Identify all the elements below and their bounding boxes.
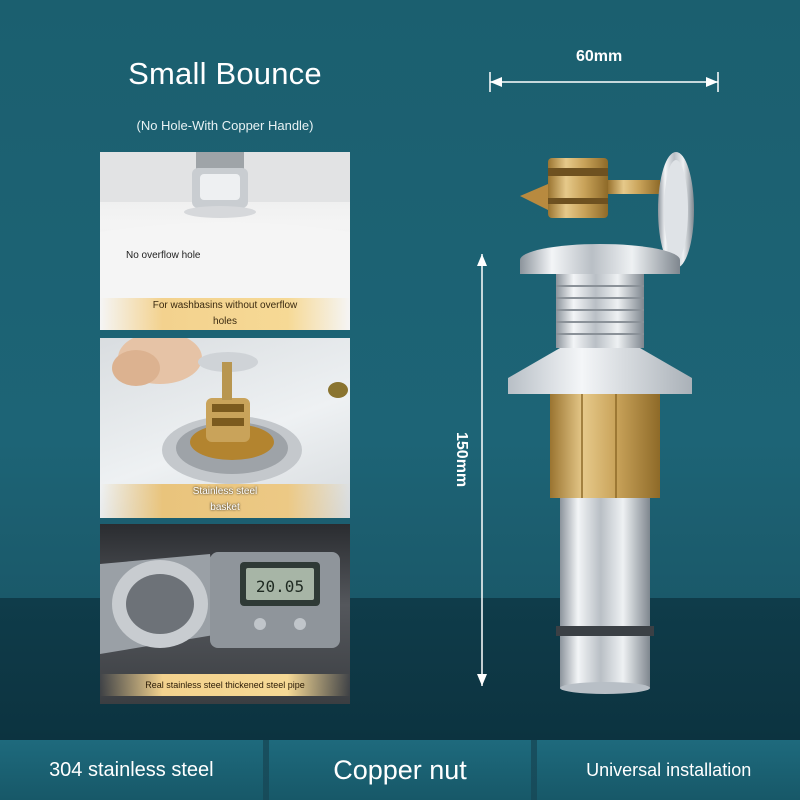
caption-line: For washbasins without overflow xyxy=(152,300,298,311)
feature-copper-nut: Copper nut xyxy=(268,740,532,800)
panel-caption: For washbasins without overflow holes xyxy=(100,298,350,330)
panel-basket: Stainless steel basket xyxy=(100,338,350,518)
threaded-section xyxy=(556,274,644,348)
copper-core xyxy=(520,152,694,268)
width-arrow xyxy=(489,72,719,92)
no-overflow-note: No overflow hole xyxy=(126,250,201,261)
tail-pipe xyxy=(556,498,654,694)
basket-illustration xyxy=(112,338,348,484)
panel-caption: Stainless steel basket xyxy=(100,484,350,518)
caption-line: Stainless steel xyxy=(192,486,258,497)
copper-nut xyxy=(550,394,660,498)
panel-caption: Real stainless steel thickened steel pip… xyxy=(100,674,350,696)
drain-product-illustration xyxy=(477,72,719,694)
page-subtitle: (No Hole-With Copper Handle) xyxy=(136,118,314,133)
gasket-cone xyxy=(508,348,692,394)
caption-line: holes xyxy=(213,316,237,327)
caliper-readout: 20.05 xyxy=(256,577,304,596)
feature-footer: 304 stainless steel Copper nut Universal… xyxy=(0,740,800,800)
width-dimension-label: 60mm xyxy=(576,48,623,65)
height-arrow xyxy=(477,254,487,686)
feature-stainless-steel: 304 stainless steel xyxy=(0,740,263,800)
caption-line: Real stainless steel thickened steel pip… xyxy=(145,680,305,690)
panel-no-overflow: No overflow hole For washbasins without … xyxy=(100,152,350,330)
panel-pipe: 20.05 Real stainless steel thickened ste… xyxy=(100,524,350,704)
caption-line: basket xyxy=(210,502,240,513)
page-title: Small Bounce xyxy=(128,56,322,91)
caliper-illustration: 20.05 xyxy=(100,552,340,654)
feature-universal-installation: Universal installation xyxy=(537,740,800,800)
